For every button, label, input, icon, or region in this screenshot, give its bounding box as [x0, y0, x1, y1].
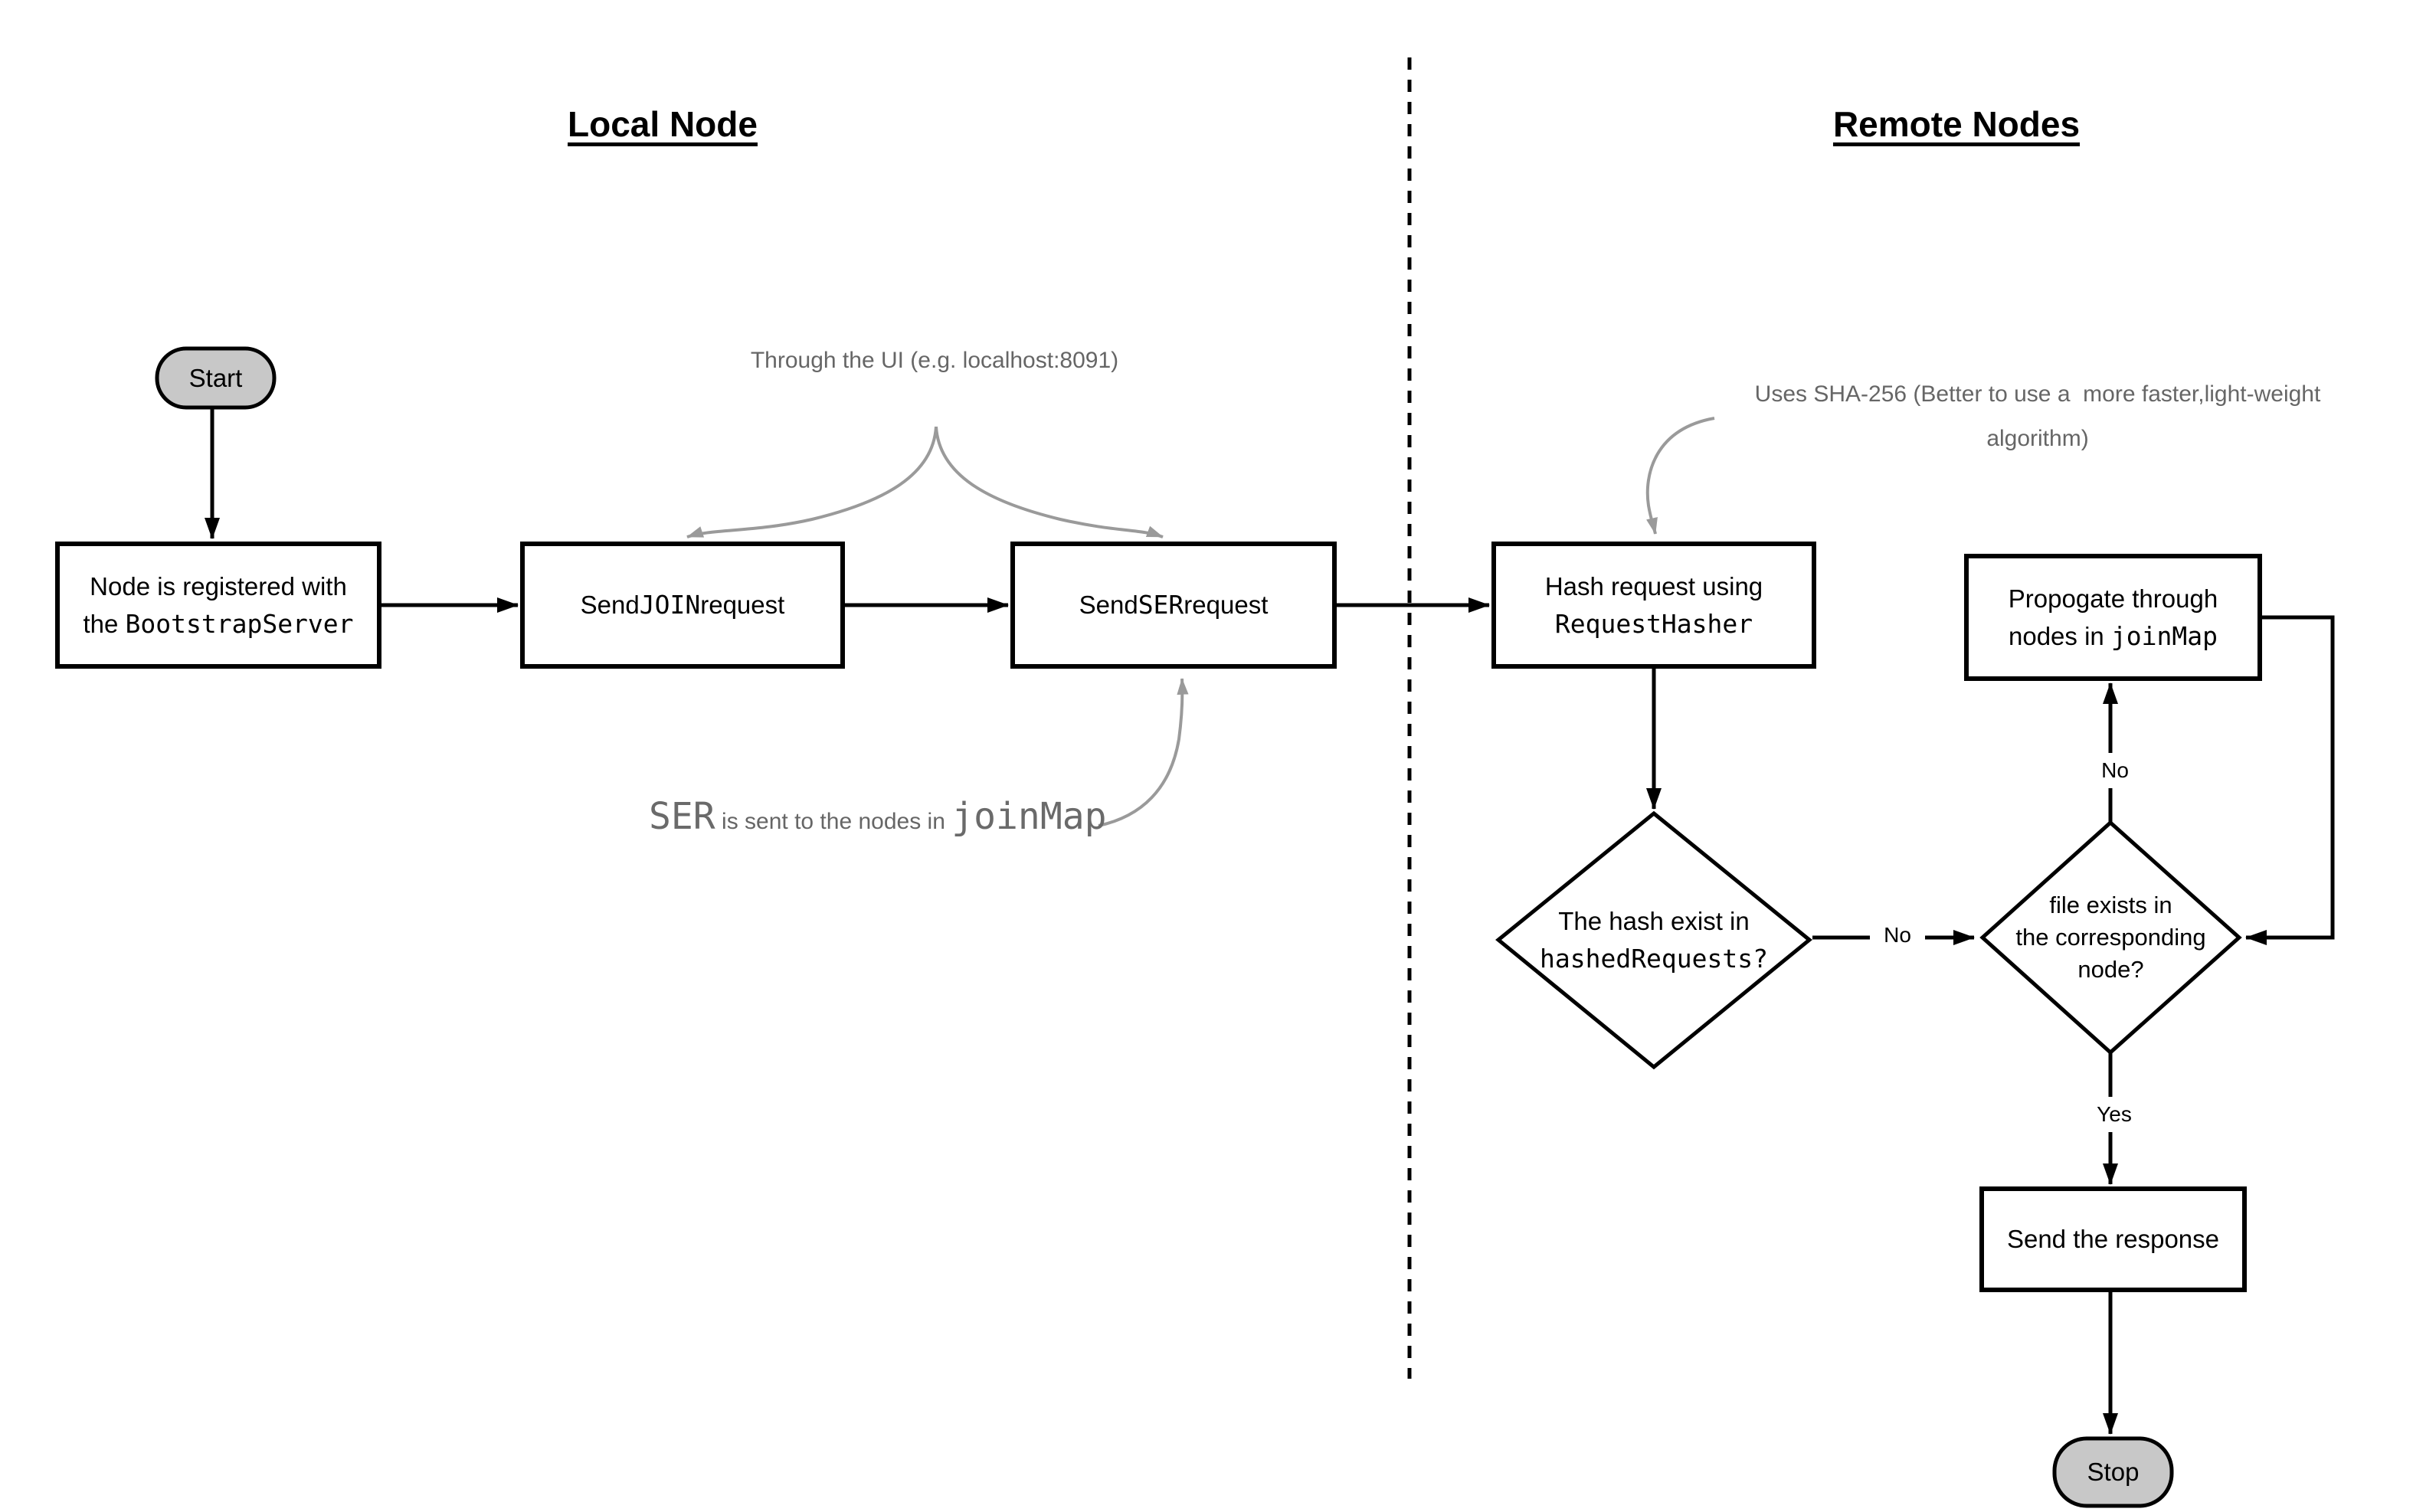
- hash-box-label: Hash request using RequestHasher: [1544, 571, 1763, 640]
- ui-note-curve-to-join: [686, 426, 938, 538]
- ser-note-annotation: SER is sent to the nodes in joinMap: [649, 795, 1107, 838]
- stop-terminal-label: Stop: [2087, 1458, 2140, 1487]
- sha-note-curve-to-hash-box: [1645, 417, 1715, 535]
- edge-label-no-between-diamonds: No: [1870, 918, 1925, 953]
- propagate-box-shape: [1964, 554, 2262, 681]
- register-box-shape: [55, 542, 381, 669]
- ui-note-annotation: Through the UI (e.g. localhost:8091): [750, 347, 1119, 373]
- arrow-propagate-loop-to-file-exists: [2245, 615, 2335, 945]
- ser-box-label: Send SER request: [1079, 590, 1269, 620]
- propagate-box-label: Propogate through nodes in joinMap: [2008, 584, 2218, 652]
- sha-note-annotation: Uses SHA-256 (Better to use a more faste…: [1754, 381, 2321, 451]
- hash-exists-diamond-label: The hash exist in hashedRequests?: [1539, 906, 1768, 974]
- file-exists-diamond-label: file exists in the corresponding node?: [2015, 892, 2206, 983]
- start-terminal-shape: [155, 346, 277, 410]
- start-terminal-label: Start: [188, 363, 243, 392]
- edge-label-no-up-to-propagate: No: [2087, 753, 2143, 788]
- response-box-label: Send the response: [2006, 1225, 2220, 1254]
- register-line2: the BootstrapServer: [83, 609, 354, 639]
- remote-nodes-title: Remote Nodes: [1832, 104, 2081, 144]
- join-box-label: Send JOIN request: [580, 590, 785, 620]
- register-line1: Node is registered with: [90, 571, 347, 601]
- edge-label-yes-to-response: Yes: [2082, 1097, 2146, 1132]
- register-box-label: Node is registered with the BootstrapSer…: [57, 544, 379, 666]
- stop-terminal-shape: [2052, 1436, 2174, 1508]
- hash-exists-diamond-shape: [1495, 810, 1812, 1070]
- response-box-shape: [1979, 1186, 2247, 1292]
- ui-note-curve-to-ser: [935, 426, 1164, 538]
- ser-note-curve-to-ser-box: [1098, 678, 1189, 827]
- local-node-title: Local Node: [568, 104, 758, 144]
